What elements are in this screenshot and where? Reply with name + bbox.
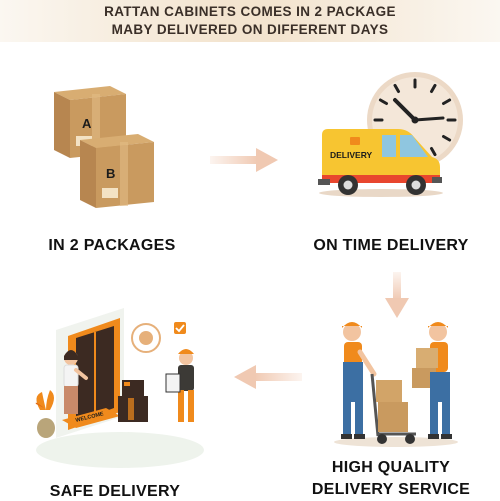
van-icon: DELIVERY: [318, 129, 443, 197]
banner-line-1: RATTAN CABINETS COMES IN 2 PACKAGE: [104, 4, 396, 19]
box-a-letter: A: [82, 116, 92, 131]
hand-truck-icon: [370, 373, 416, 444]
label-in-2-packages: IN 2 PACKAGES: [48, 237, 176, 254]
van-text: DELIVERY: [330, 150, 373, 160]
arrow-right-icon: [210, 148, 278, 172]
customer-icon: [63, 350, 88, 414]
banner-line-2: MABY DELIVERED ON DIFFERENT DAYS: [111, 22, 389, 37]
arrow-left-icon: [234, 365, 302, 389]
mover-right-icon: [412, 322, 452, 439]
packages-illustration: A B: [54, 86, 154, 208]
badge-icon: [131, 323, 161, 353]
box-b-letter: B: [106, 166, 115, 181]
box-b-icon: B: [80, 134, 154, 208]
label-on-time-delivery: ON TIME DELIVERY: [313, 237, 469, 254]
safe-delivery-illustration: WELCOME: [35, 308, 204, 468]
label-delivery-service: DELIVERY SERVICE: [311, 481, 471, 498]
arrow-down-icon: [385, 272, 409, 318]
courier-icon: [165, 349, 194, 422]
plant-icon: [35, 390, 55, 438]
movers-illustration: [334, 322, 458, 447]
mover-left-icon: [341, 322, 377, 439]
label-safe-delivery: SAFE DELIVERY: [49, 483, 181, 500]
label-high-quality: HIGH QUALITY: [331, 459, 451, 476]
checkmark-icon: [174, 322, 186, 334]
header-banner: RATTAN CABINETS COMES IN 2 PACKAGE MABY …: [0, 0, 500, 42]
